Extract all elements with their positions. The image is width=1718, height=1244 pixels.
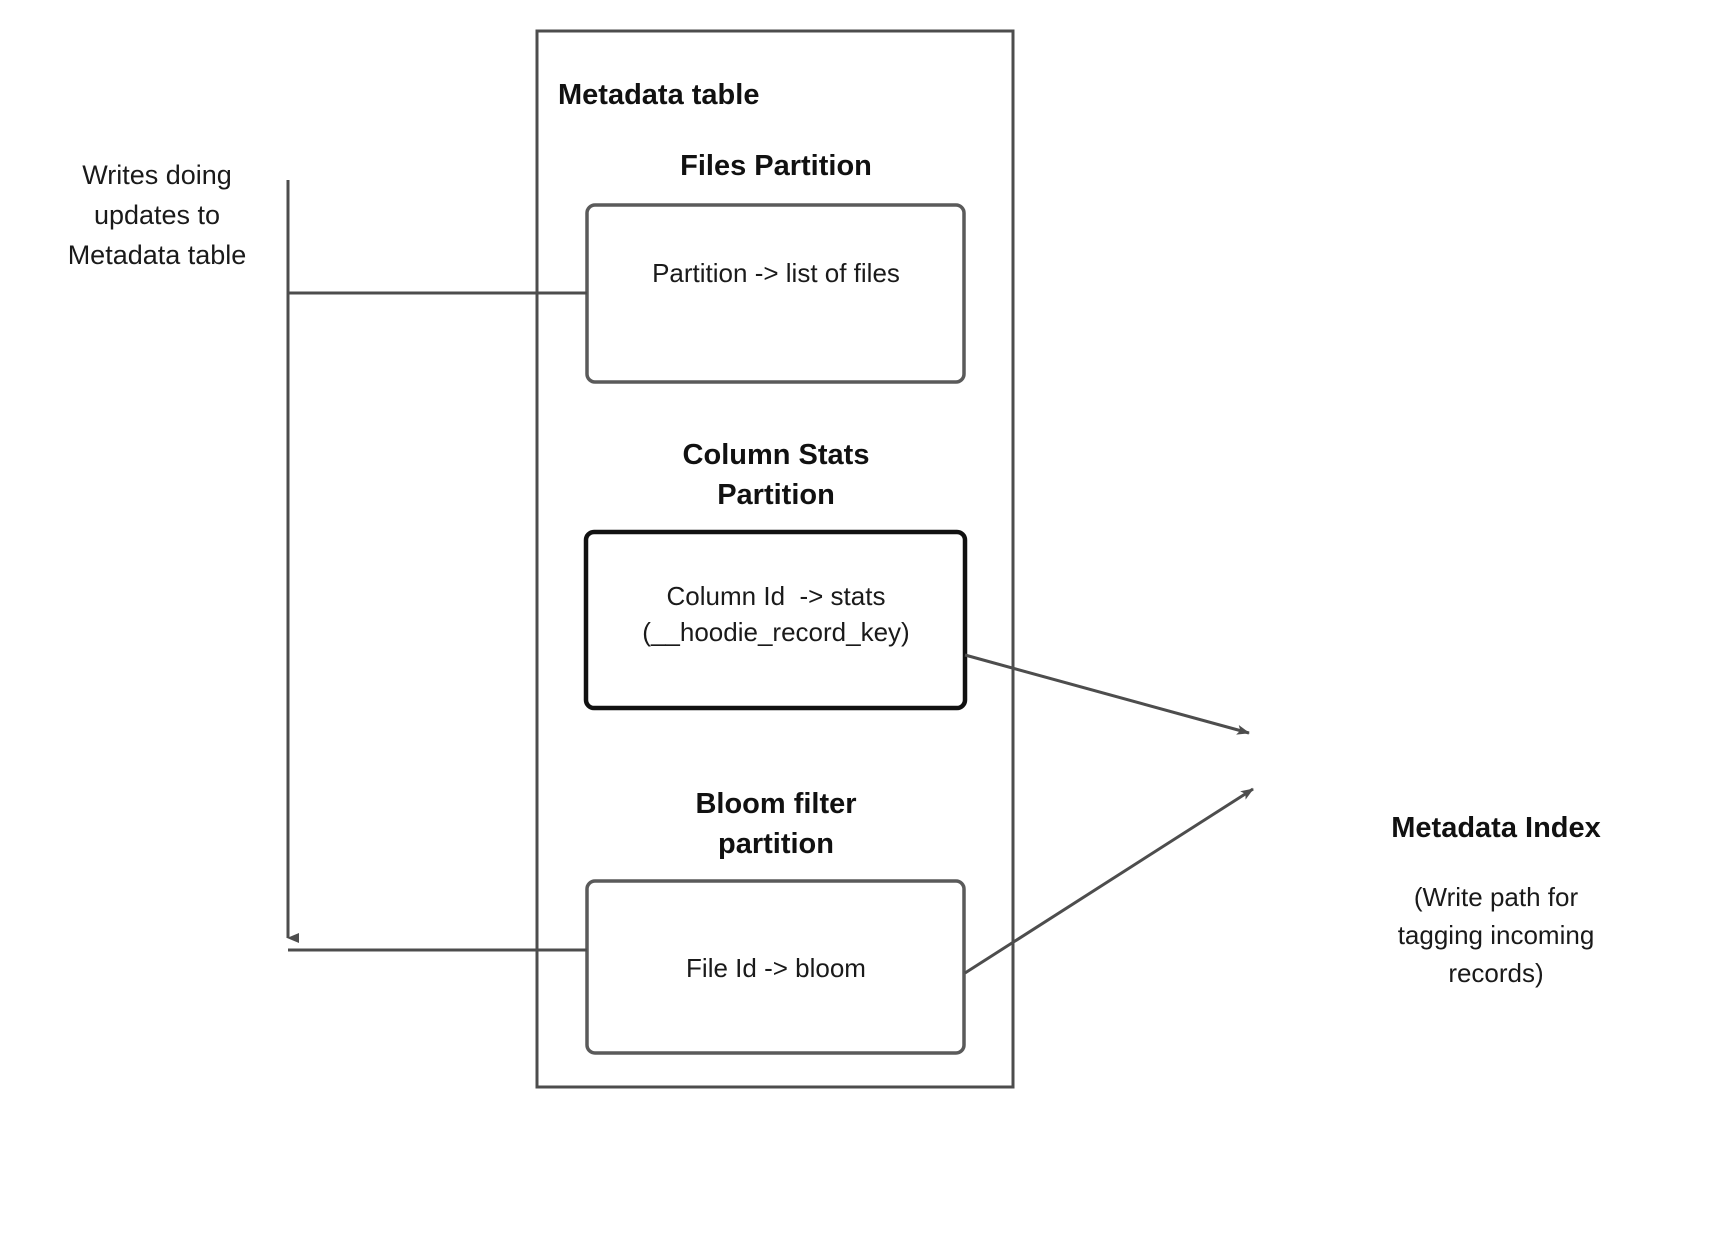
column-stats-partition-box — [583, 529, 968, 711]
metadata-table-container — [535, 29, 1015, 1089]
metadata-index-caption: (Write path for tagging incoming records… — [1397, 882, 1595, 988]
arrow-colstats-to-index — [964, 653, 1250, 735]
bloom-filter-partition-box-text: File Id -> bloom — [686, 953, 866, 983]
bloom-filter-partition-box — [585, 879, 966, 1055]
arrow-bloom-to-index — [964, 787, 1254, 975]
column-stats-partition-box-text: Column Id -> stats (__hoodie_record_key) — [642, 581, 910, 647]
bloom-filter-partition-heading: Bloom filter partition — [695, 788, 857, 860]
metadata-table-title: Metadata table — [558, 79, 760, 111]
files-partition-box — [585, 203, 966, 384]
metadata-index-title: Metadata Index — [1391, 812, 1601, 844]
files-partition-heading: Files Partition — [680, 150, 872, 182]
writes-updates-caption: Writes doing updates to Metadata table — [67, 160, 247, 270]
files-partition-box-text: Partition -> list of files — [652, 258, 900, 288]
column-stats-partition-heading: Column Stats Partition — [682, 439, 870, 511]
